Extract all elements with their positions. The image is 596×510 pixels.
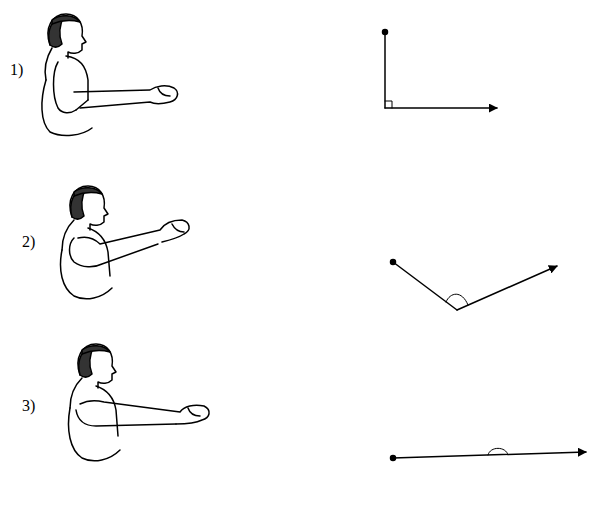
person-figure	[69, 344, 210, 461]
row-number: 2)	[22, 234, 35, 250]
obtuse-angle	[391, 260, 558, 311]
row-number: 1)	[10, 62, 23, 78]
straight-angle	[391, 448, 587, 460]
person-figure	[42, 14, 178, 135]
right-angle	[383, 30, 498, 109]
person-figure	[61, 186, 190, 299]
row-number: 3)	[22, 398, 35, 414]
